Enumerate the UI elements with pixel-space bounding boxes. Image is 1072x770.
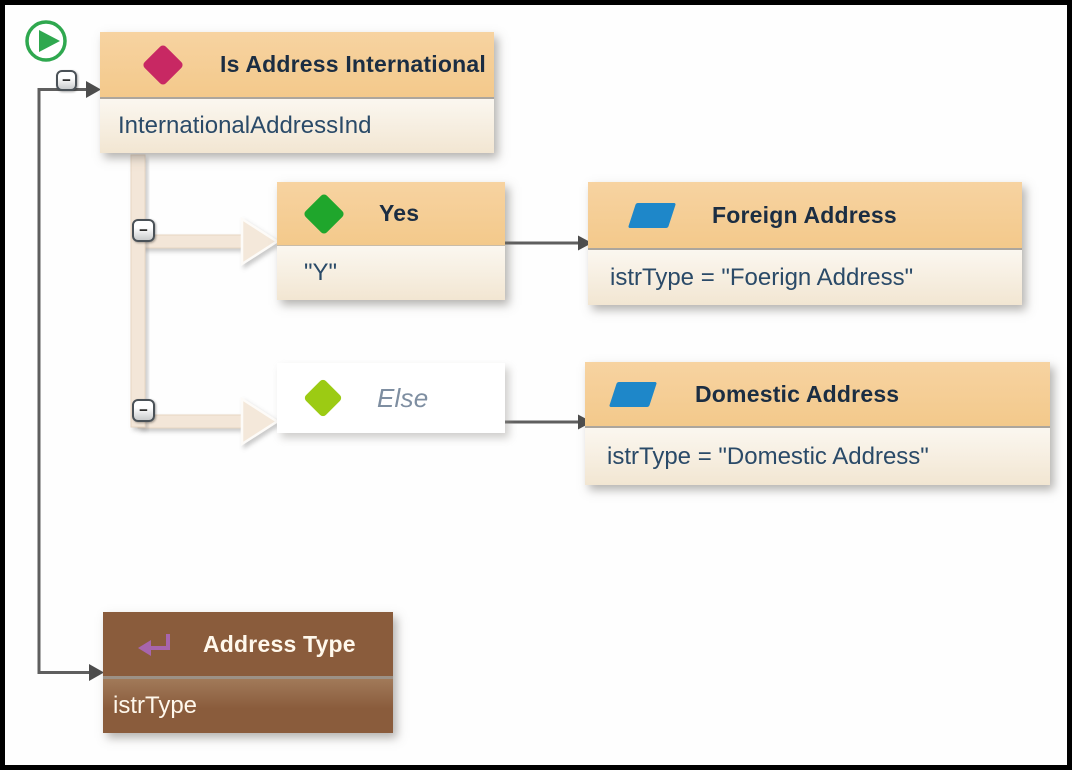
collapse-toggle-else[interactable]: − xyxy=(132,399,155,422)
else-diamond-icon xyxy=(303,378,343,418)
return-node-header: Address Type xyxy=(103,612,393,676)
action-node-foreign-address[interactable]: Foreign Address istrType = "Foerign Addr… xyxy=(588,182,1022,305)
return-node-address-type[interactable]: Address Type istrType xyxy=(103,612,393,733)
foreign-node-title: Foreign Address xyxy=(712,201,897,228)
domestic-node-expression: istrType = "Domestic Address" xyxy=(585,428,1050,485)
action-parallelogram-icon xyxy=(608,381,658,407)
domestic-node-title: Domestic Address xyxy=(695,380,900,407)
branch-trunk-line xyxy=(130,154,146,428)
yes-node-title: Yes xyxy=(379,200,420,226)
minus-icon: − xyxy=(139,222,148,239)
return-node-title: Address Type xyxy=(203,630,356,657)
foreign-node-header: Foreign Address xyxy=(588,182,1022,250)
branch-connector-yes xyxy=(137,216,280,267)
yes-node-expression: "Y" xyxy=(277,246,505,300)
action-node-domestic-address[interactable]: Domestic Address istrType = "Domestic Ad… xyxy=(585,362,1050,485)
action-parallelogram-icon xyxy=(627,202,677,228)
collapse-toggle-yes[interactable]: − xyxy=(132,219,155,242)
collapse-toggle-main[interactable]: − xyxy=(56,70,77,91)
foreign-node-expression: istrType = "Foerign Address" xyxy=(588,250,1022,305)
decision-diamond-icon xyxy=(141,43,185,86)
start-icon[interactable] xyxy=(23,19,69,65)
decision-node-header: Is Address International xyxy=(100,32,494,99)
branch-node-yes[interactable]: Yes "Y" xyxy=(277,182,505,300)
yes-diamond-icon xyxy=(302,192,346,235)
decision-node-title: Is Address International xyxy=(220,51,486,77)
decision-node-expression: InternationalAddressInd xyxy=(100,99,494,153)
yes-node-header: Yes xyxy=(277,182,505,246)
branch-connector-else xyxy=(137,396,280,447)
return-node-expression: istrType xyxy=(103,676,393,733)
else-node-title: Else xyxy=(377,382,429,413)
arrow-else-to-domestic xyxy=(505,414,592,430)
domestic-node-header: Domestic Address xyxy=(585,362,1050,428)
minus-icon: − xyxy=(62,72,71,89)
arrow-yes-to-foreign xyxy=(505,235,592,251)
main-flow-connector xyxy=(37,81,104,681)
decision-node-is-address-international[interactable]: Is Address International InternationalAd… xyxy=(100,32,494,153)
return-arrow-icon xyxy=(138,634,170,656)
minus-icon: − xyxy=(139,402,148,419)
branch-node-else[interactable]: Else xyxy=(277,363,505,433)
